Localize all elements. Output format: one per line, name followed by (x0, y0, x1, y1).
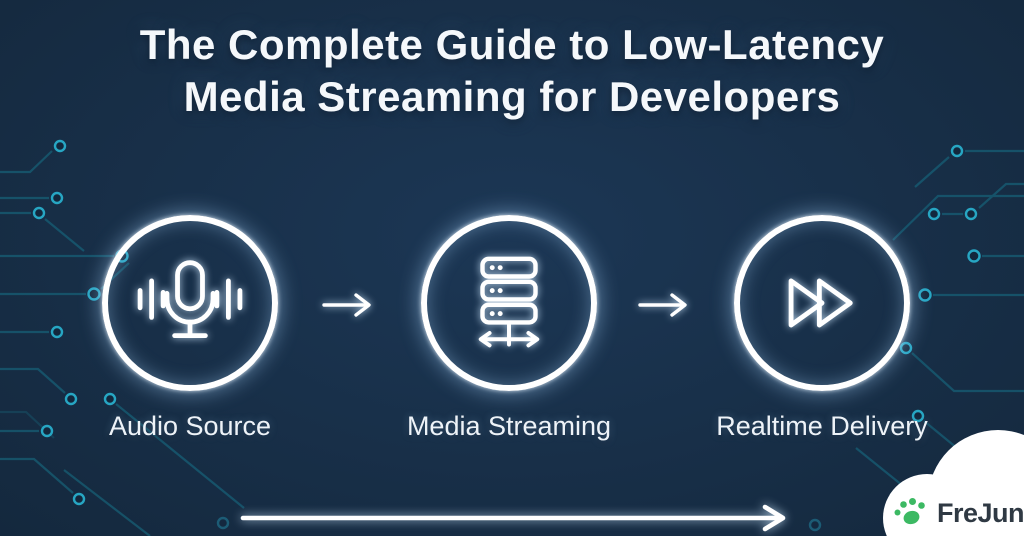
title-line-2: Media Streaming for Developers (183, 73, 841, 120)
fast-forward-icon (788, 278, 853, 328)
audio-source-circle (102, 215, 278, 391)
frejun-logo: FreJun (893, 496, 1024, 530)
right-arrow-icon (638, 293, 687, 317)
server-stack-icon (478, 256, 540, 348)
step-label-realtime-delivery: Realtime Delivery (716, 411, 928, 441)
step-label-audio-source: Audio Source (108, 411, 272, 441)
step-label-media-streaming: Media Streaming (406, 411, 612, 441)
realtime-delivery-circle (734, 215, 910, 391)
frejun-logo-cloud: FreJun (849, 430, 1024, 536)
long-right-arrow-icon (240, 504, 786, 532)
microphone-waveform-icon (137, 260, 243, 339)
title-line-1: The Complete Guide to Low-Latency (139, 21, 885, 68)
page-title: The Complete Guide to Low-Latency Media … (0, 19, 1024, 123)
frejun-paw-icon (894, 498, 925, 525)
media-streaming-circle (421, 215, 597, 391)
frejun-logo-text: FreJun (937, 497, 1024, 528)
right-arrow-icon (322, 293, 371, 317)
step-media-streaming: Media Streaming (389, 215, 629, 442)
step-realtime-delivery: Realtime Delivery (702, 215, 942, 442)
step-audio-source: Audio Source (70, 215, 310, 442)
